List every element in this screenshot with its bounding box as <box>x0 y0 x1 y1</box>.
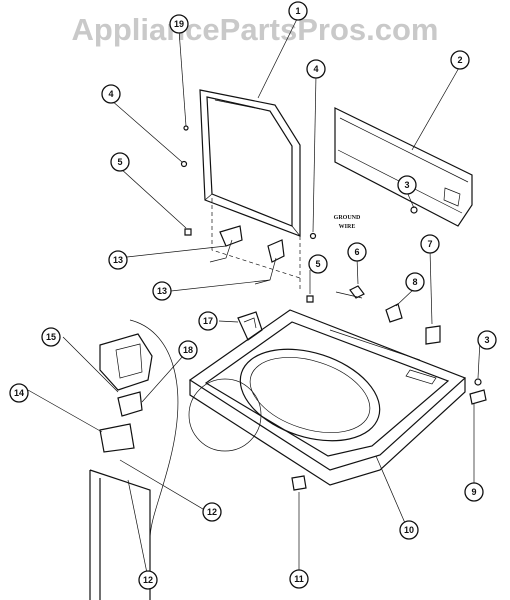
screw-19 <box>183 125 189 131</box>
callout-number: 18 <box>183 345 193 355</box>
callout-number: 5 <box>315 259 320 269</box>
callout-number: 19 <box>174 19 184 29</box>
callout-circle <box>306 59 326 79</box>
callout-number: 3 <box>484 335 489 345</box>
label-plate <box>425 325 441 345</box>
callout-number: 7 <box>427 239 432 249</box>
callout-circle <box>477 330 497 350</box>
callout-circle <box>464 482 484 502</box>
callout-number: 13 <box>113 255 123 265</box>
control-panel <box>334 107 473 227</box>
callout-c3a: 3 <box>397 175 417 195</box>
callout-c9: 9 <box>464 482 484 502</box>
callout-c17: 17 <box>198 311 218 331</box>
lid-bumper <box>237 311 263 341</box>
hinge-right <box>254 239 285 285</box>
callout-number: 10 <box>404 525 414 535</box>
callout-circle <box>101 84 121 104</box>
callout-circle <box>110 152 130 172</box>
callout-circle <box>399 520 419 540</box>
callout-number: 2 <box>457 55 462 65</box>
callout-number: 12 <box>207 507 217 517</box>
ground-wire-label-line1: GROUND <box>334 215 361 221</box>
callout-number: 17 <box>203 316 213 326</box>
callout-c15: 15 <box>41 327 61 347</box>
callout-c14: 14 <box>9 383 29 403</box>
callout-circle <box>420 234 440 254</box>
clip-5-left <box>184 228 192 236</box>
callout-c19: 19 <box>169 14 189 34</box>
screw-right <box>469 378 487 405</box>
top-cover <box>188 309 467 486</box>
watermark-text: AppliancePartsPros.com <box>71 12 439 47</box>
callout-c7: 7 <box>420 234 440 254</box>
callout-number: 6 <box>354 247 359 257</box>
switch-bracket <box>99 333 153 391</box>
callout-c12a: 12 <box>202 502 222 522</box>
callout-c12b: 12 <box>138 570 158 590</box>
callout-circle <box>202 502 222 522</box>
callout-c5a: 5 <box>110 152 130 172</box>
ground-wire-label-line2: WIRE <box>339 224 356 230</box>
lid-switch <box>385 303 403 323</box>
callout-number: 3 <box>404 180 409 190</box>
callout-c6: 6 <box>347 242 367 262</box>
lid-frame <box>199 89 301 237</box>
callout-circle <box>9 383 29 403</box>
callout-number: 8 <box>412 277 417 287</box>
callout-circle <box>450 50 470 70</box>
callout-number: 4 <box>313 64 318 74</box>
callout-number: 15 <box>46 332 56 342</box>
callout-number: 14 <box>14 388 24 398</box>
ground-wire-clip <box>335 291 363 299</box>
callout-c2: 2 <box>450 50 470 70</box>
callout-circle <box>347 242 367 262</box>
callout-c5b: 5 <box>308 254 328 274</box>
leveling-foot <box>291 475 307 491</box>
callout-circle <box>198 311 218 331</box>
callout-c4b: 4 <box>306 59 326 79</box>
screw-3-top <box>410 206 418 214</box>
callout-number: 4 <box>108 89 113 99</box>
callout-circle <box>405 272 425 292</box>
callout-number: 5 <box>117 157 122 167</box>
callout-circle <box>108 250 128 270</box>
callout-c4a: 4 <box>101 84 121 104</box>
callout-number: 12 <box>143 575 153 585</box>
callout-circle <box>178 340 198 360</box>
switch-actuator <box>349 285 365 299</box>
clip-5-right <box>306 295 314 303</box>
leader-lines <box>27 16 481 579</box>
callout-circle <box>288 1 308 21</box>
callout-number: 13 <box>157 286 167 296</box>
callout-circle <box>152 281 172 301</box>
callout-circle <box>397 175 417 195</box>
callout-c3b: 3 <box>477 330 497 350</box>
callout-c10: 10 <box>399 520 419 540</box>
screw-4-left <box>180 160 188 168</box>
screw-4-right <box>309 232 317 240</box>
callout-circle <box>289 569 309 589</box>
callout-c8: 8 <box>405 272 425 292</box>
callout-circle <box>41 327 61 347</box>
callout-c18: 18 <box>178 340 198 360</box>
callout-c13: 13 <box>152 281 172 301</box>
hinge-left <box>209 225 243 263</box>
callout-c11: 11 <box>289 569 309 589</box>
cabinet-corner <box>89 319 179 600</box>
callout-number: 9 <box>471 487 476 497</box>
callout-circle <box>169 14 189 34</box>
callout-circle <box>308 254 328 274</box>
callout-c1: 1 <box>288 1 308 21</box>
callout-number: 1 <box>295 6 300 16</box>
callout-circle <box>138 570 158 590</box>
hinge-bracket <box>99 391 143 453</box>
callout-c13: 13 <box>108 250 128 270</box>
callout-number: 11 <box>294 574 304 584</box>
